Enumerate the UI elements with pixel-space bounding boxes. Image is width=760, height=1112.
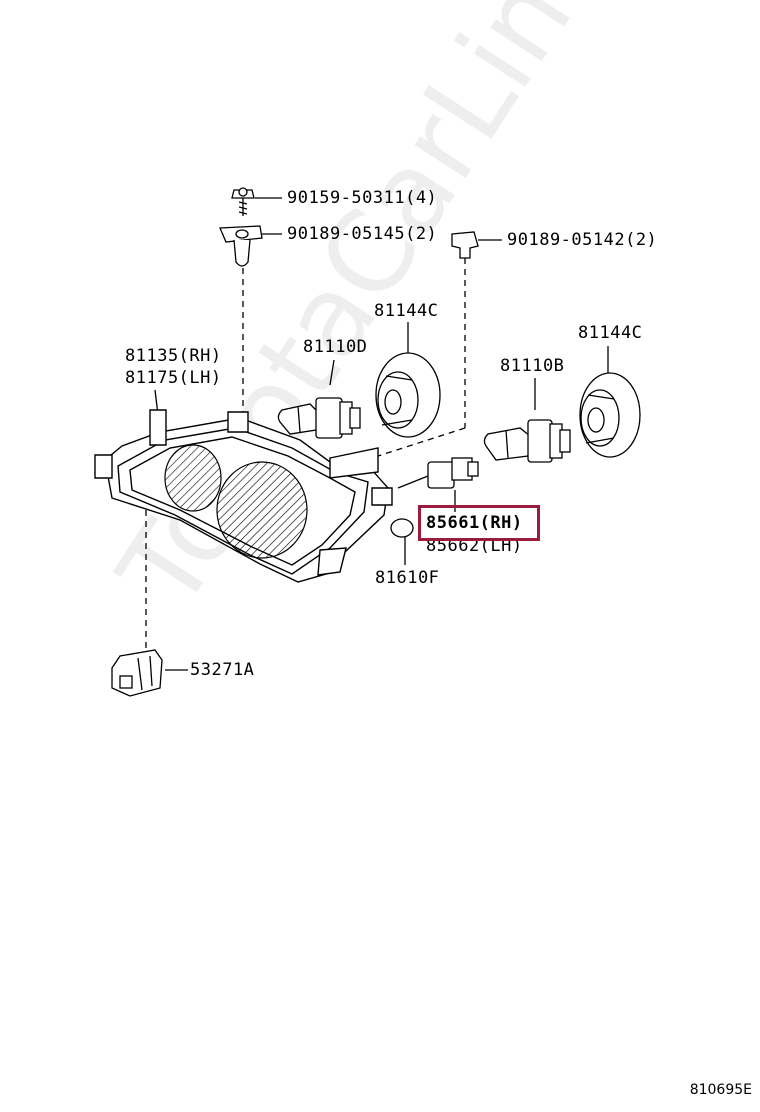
bulb-d-icon [277,397,361,439]
label-grommet-left: 90189-05145(2) [287,224,438,244]
grommet-icon [219,225,263,267]
bulb-b-icon [483,419,571,463]
bolt-icon [231,187,255,216]
label-socket-rh: 85661(RH) [426,513,523,533]
label-headlamp-rh: 81135(RH) [125,346,222,366]
lens-right [216,461,308,559]
label-cover-right: 81144C [578,323,643,343]
dust-cover-right [579,372,641,458]
label-socket-lh: 85662(LH) [426,536,523,556]
diagram-code: 810695E [689,1082,752,1098]
label-bulb-b: 81110B [500,356,565,376]
socket-icon [397,457,479,489]
small-bulb-icon [390,518,414,538]
label-small-bulb: 81610F [375,568,440,588]
clip-nut-icon [451,231,479,259]
highlight-box [418,505,540,541]
label-bracket: 53271A [190,660,255,680]
label-bulb-d: 81110D [303,337,368,357]
label-cover-left: 81144C [374,301,439,321]
lens-left [164,444,222,512]
dust-cover-left [375,352,441,438]
guide-lines [145,258,466,660]
label-headlamp-lh: 81175(LH) [125,368,222,388]
label-bolt: 90159-50311(4) [287,188,438,208]
bracket-icon [111,649,163,697]
label-grommet-right: 90189-05142(2) [507,230,658,250]
